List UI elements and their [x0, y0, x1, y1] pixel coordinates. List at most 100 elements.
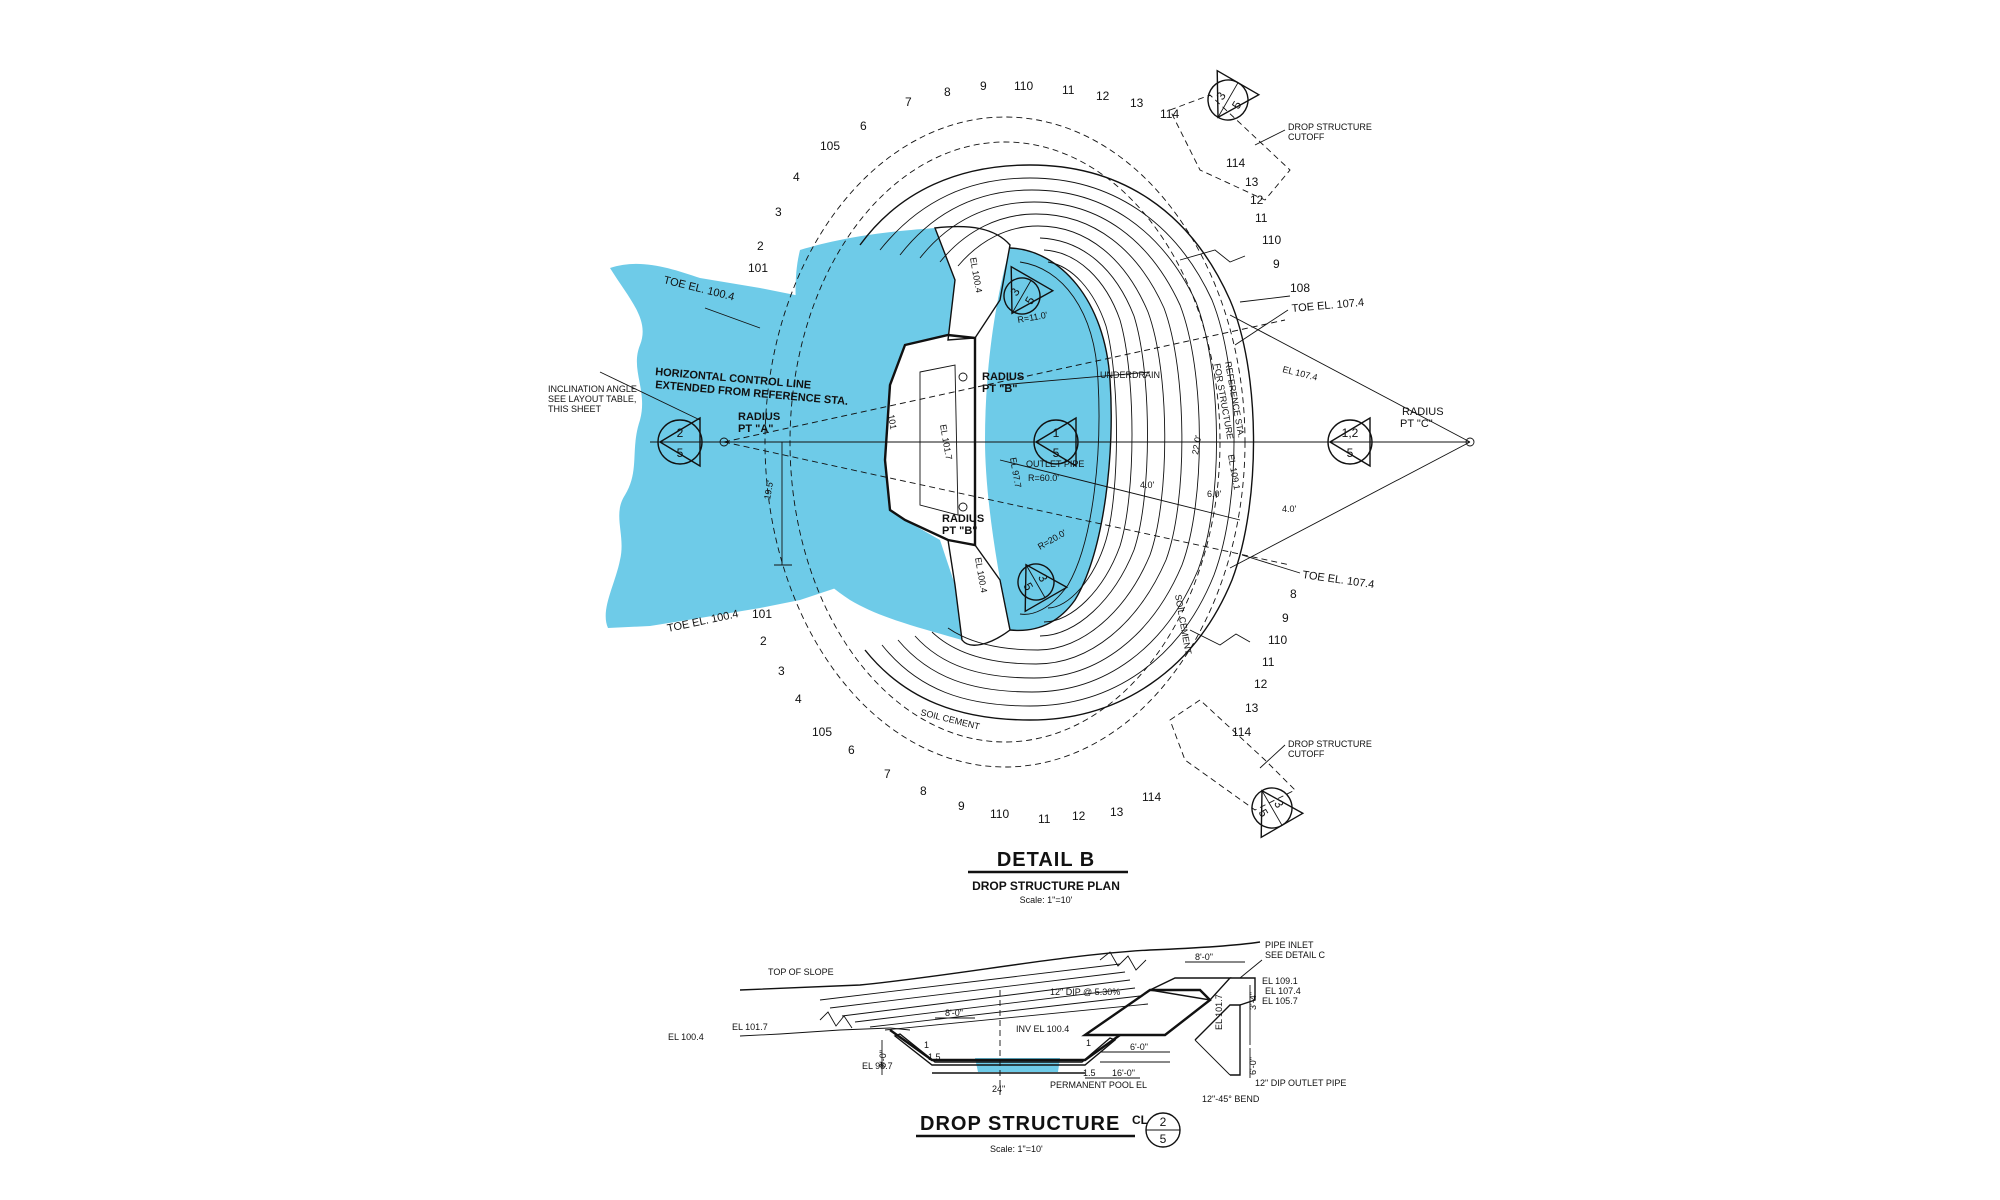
drop-wall [1081, 988, 1212, 1037]
svg-text:4: 4 [793, 170, 800, 184]
svg-text:11: 11 [1262, 655, 1275, 669]
ground-line [739, 941, 1261, 991]
pipe-inlet-label-2: SEE DETAIL C [1265, 950, 1326, 960]
basin-outer-edge [859, 164, 1255, 721]
svg-text:2: 2 [1160, 1115, 1167, 1129]
inclination-line-1: INCLINATION ANGLE [548, 384, 637, 394]
slope-hatching [819, 951, 1149, 1031]
svg-text:5: 5 [1347, 446, 1354, 460]
radius-c-label-2: PT "C" [1400, 418, 1433, 430]
section-marker-3-top-outer: 3 5 [1207, 69, 1261, 121]
inv-section-label: INV EL 100.4 [1016, 1024, 1069, 1034]
plan-title: DETAIL B [997, 849, 1095, 871]
el1057-section-label: EL 105.7 [1262, 996, 1298, 1006]
radius-c-label-1: RADIUS [1402, 406, 1444, 418]
basin-section [889, 1029, 1121, 1062]
svg-text:1,2: 1,2 [1342, 426, 1359, 440]
radius-line-c-lower [1229, 441, 1471, 569]
svg-text:13: 13 [1130, 96, 1144, 110]
svg-text:2: 2 [677, 426, 684, 440]
left-basin-water [787, 228, 962, 640]
svg-text:9: 9 [1282, 611, 1289, 625]
plunge-pool-inner [1019, 261, 1100, 615]
toe-right-top: TOE EL. 107.4 [1291, 297, 1364, 315]
svg-text:105: 105 [820, 139, 840, 153]
svg-text:13: 13 [1245, 175, 1259, 189]
svg-text:12: 12 [1072, 809, 1086, 823]
section-marker-3-bottom-outer: 3 5 [1251, 787, 1305, 839]
plan-subtitle: DROP STRUCTURE PLAN [972, 879, 1120, 893]
el1004-a-label: EL 100.4 [968, 257, 984, 294]
section-marker-1-5: 1 5 [1033, 416, 1079, 468]
radius-point-c [1465, 437, 1475, 447]
svg-text:7: 7 [905, 95, 912, 109]
svg-text:8: 8 [1290, 587, 1297, 601]
svg-text:101: 101 [752, 607, 772, 621]
drop-structure-section: TOP OF SLOPE PIPE INLET SEE DETAIL C EL … [668, 940, 1346, 1154]
radius-b-bottom-label-2: PT "B" [942, 525, 978, 537]
d60b-label: 6'-0" [1248, 1057, 1258, 1075]
contour-numbers-top: 7 8 9 110 11 12 13 114 6 105 4 3 2 101 [748, 79, 1179, 275]
dim-40a-label: 4.0' [1140, 480, 1155, 490]
leaders [599, 129, 1301, 769]
svg-text:114: 114 [1232, 725, 1251, 739]
svg-text:11: 11 [1255, 211, 1268, 225]
svg-text:11: 11 [1062, 83, 1075, 97]
outlet-pipe-line [999, 459, 1241, 521]
svg-text:12: 12 [1254, 677, 1268, 691]
bottom-cutoff-wing [1169, 699, 1296, 811]
section-title: DROP STRUCTURE [920, 1113, 1120, 1135]
radius-point-b-bottom [958, 502, 968, 512]
svg-text:5: 5 [1160, 1132, 1167, 1146]
radius-point-a [719, 437, 729, 447]
svg-text:3: 3 [778, 664, 785, 678]
bend-label: 12"-45° BEND [1202, 1094, 1260, 1104]
svg-text:9: 9 [958, 799, 965, 813]
svg-text:114: 114 [1142, 790, 1161, 804]
radius-b-bottom-label-1: RADIUS [942, 513, 984, 525]
cutoff-top-label-2: CUTOFF [1288, 132, 1325, 142]
el1017a-section-label: EL 101.7 [732, 1022, 768, 1032]
radius-line-lower [723, 441, 1291, 566]
cutoff-bottom-label-1: DROP STRUCTURE [1288, 739, 1372, 749]
svg-text:101: 101 [748, 261, 768, 275]
svg-text:2: 2 [757, 239, 764, 253]
d34-label: 3'-4" [1248, 992, 1258, 1010]
dim-40b-label: 4.0' [1282, 504, 1297, 514]
radius-point-b-top [958, 372, 968, 382]
svg-text:5: 5 [1053, 446, 1060, 460]
svg-text:4: 4 [795, 692, 802, 706]
contour-numbers-right-top: 114 13 12 11 110 9 [1226, 156, 1281, 271]
radius-a-label-1: RADIUS [738, 411, 780, 423]
radius-line-upper [723, 319, 1286, 443]
cutoff-bottom-label-2: CUTOFF [1288, 749, 1325, 759]
pipe-slope-section-label: 12" DIP @ 5.30% [1050, 987, 1120, 997]
pipe-inlet [1230, 977, 1256, 1006]
radius-line-c-upper [1229, 314, 1471, 443]
svg-text:13: 13 [1110, 805, 1124, 819]
section-dimension-lines [881, 959, 1263, 1079]
svg-text:8: 8 [944, 85, 951, 99]
svg-text:5: 5 [677, 446, 684, 460]
section-marker-2-5: 2 5 [657, 416, 703, 468]
el1074-label: EL 107.4 [1282, 364, 1319, 382]
section-scale: Scale: 1"=10' [990, 1144, 1043, 1154]
el1004-section-label: EL 100.4 [668, 1032, 704, 1042]
svg-text:110: 110 [990, 807, 1009, 821]
svg-text:105: 105 [812, 725, 832, 739]
svg-text:9: 9 [1273, 257, 1280, 271]
d15b-label: 1.5 [1083, 1068, 1096, 1078]
d60a-label: 6'-0" [878, 1050, 888, 1068]
cutoff-top-label-1: DROP STRUCTURE [1288, 122, 1372, 132]
el1074-section-label: EL 107.4 [1265, 986, 1301, 996]
inclination-line-2: SEE LAYOUT TABLE, [548, 394, 636, 404]
d60c-label: 6'-0" [1130, 1042, 1148, 1052]
underdrain-line [999, 371, 1151, 386]
basin-riprap [893, 1033, 1117, 1066]
svg-text:114: 114 [1160, 107, 1179, 121]
svg-text:2: 2 [760, 634, 767, 648]
pipe-inlet-label-1: PIPE INLET [1265, 940, 1314, 950]
svg-text:9: 9 [980, 79, 987, 93]
d1a-label: 1 [924, 1040, 929, 1050]
svg-text:3: 3 [775, 205, 782, 219]
